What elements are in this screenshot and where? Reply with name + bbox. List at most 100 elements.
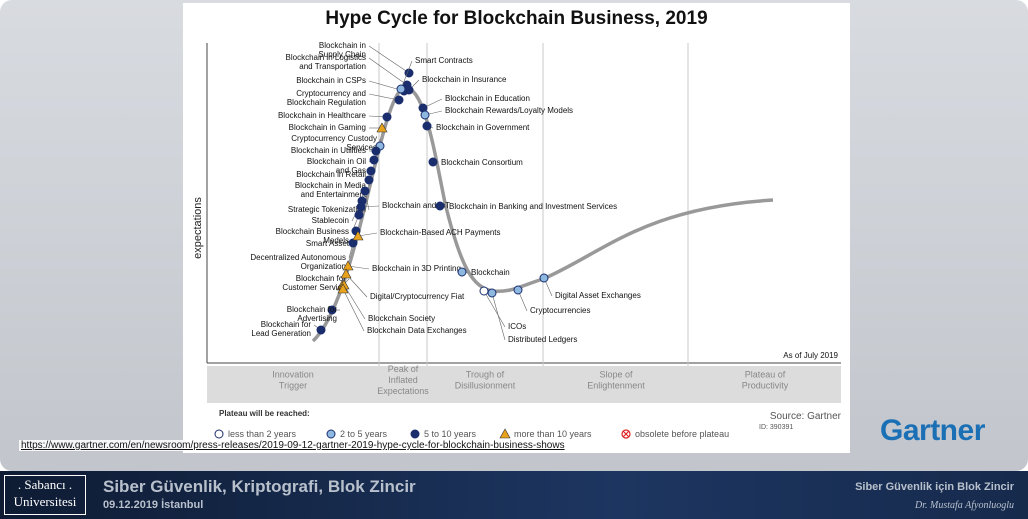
gartner-logo: Gartner — [880, 414, 985, 447]
phase-label-slope-of-enlightenment-1: Enlightenment — [587, 381, 645, 391]
marker-strategic-tokenization — [360, 186, 370, 196]
label-blockchain-for-customer-service: Blockchain for — [296, 274, 347, 283]
label-blockchain-for-lead-generation-2: Lead Generation — [251, 329, 311, 338]
university-logo: . Sabancı . Universitesi — [4, 475, 86, 515]
label-smart-contracts: Smart Contracts — [415, 56, 473, 65]
phase-label-peak-of-inflated-expectations-1: Inflated — [388, 375, 418, 385]
logo-line-1: . Sabancı . — [17, 477, 73, 492]
label-blockchain-in-insurance: Blockchain in Insurance — [422, 75, 507, 84]
marker-digital-cryptocurrency-fiat — [340, 268, 352, 279]
source-id: ID: 390391 — [759, 424, 793, 431]
legend-2to5-label: 2 to 5 years — [340, 429, 388, 439]
label-blockchain: Blockchain — [471, 268, 510, 277]
legend-obs-label: obsolete before plateau — [635, 429, 729, 439]
label-cryptocurrency-custody-services-2: Services — [346, 143, 377, 152]
label-blockchain-business-models: Blockchain Business — [276, 227, 349, 236]
label-blockchain-for-advertising-2: Advertising — [297, 314, 337, 323]
label-blockchain-in-retail: Blockchain in Retail — [296, 170, 366, 179]
label-decentralized-autonomous-organization-2: Organization — [301, 262, 346, 271]
label-blockchain-consortium: Blockchain Consortium — [441, 158, 523, 167]
marker-blockchain — [457, 267, 467, 277]
marker-blockchain-in-banking-and-investment-services — [435, 201, 445, 211]
label-blockchain-in-logistics-and-transportation: Blockchain in Logistics — [286, 53, 366, 62]
label-blockchain-in-utilities: Blockchain in Utilities — [291, 146, 366, 155]
label-blockchain-data-exchanges: Blockchain Data Exchanges — [367, 326, 467, 335]
marker-blockchain-in-gaming — [376, 122, 388, 133]
label-stablecoin: Stablecoin — [312, 216, 349, 225]
slide-background: Hype Cycle for Blockchain Business, 2019… — [0, 0, 1028, 471]
legend-5to10-label: 5 to 10 years — [424, 429, 477, 439]
legend-gt10-marker — [499, 428, 511, 439]
marker-cryptocurrencies — [513, 285, 523, 295]
label-blockchain-and-iot: Blockchain and IoT — [382, 201, 450, 210]
label-blockchain-business-models-2: Models — [323, 236, 349, 245]
label-blockchain-in-3d-printing: Blockchain in 3D Printing — [372, 264, 461, 273]
marker-blockchain-consortium — [428, 157, 438, 167]
label-icos: ICOs — [508, 322, 526, 331]
phase-band — [207, 366, 841, 403]
footer-bar: . Sabancı . Universitesi Siber Güvenlik,… — [0, 471, 1028, 519]
author-name: Dr. Mustafa Afyonluoglu — [915, 500, 1014, 511]
presentation-date: 09.12.2019 İstanbul — [103, 499, 204, 511]
legend-lt2-label: less than 2 years — [228, 429, 297, 439]
label-blockchain-based-ach-payments: Blockchain-Based ACH Payments — [380, 228, 501, 237]
phase-label-trough-of-disillusionment-1: Disillusionment — [455, 381, 516, 391]
leader-cryptocurrency-and-blockchain-regulation — [368, 93, 400, 101]
label-blockchain-in-oil-and-gas: Blockchain in Oil — [307, 157, 366, 166]
hype-cycle-figure: Hype Cycle for Blockchain Business, 2019… — [183, 3, 850, 453]
legend-gt10-label: more than 10 years — [514, 429, 592, 439]
phase-label-innovation-trigger-0: Innovation — [272, 370, 314, 380]
legend-title: Plateau will be reached: — [219, 409, 310, 418]
marker-smart-contracts — [396, 84, 406, 94]
label-blockchain-for-lead-generation: Blockchain for — [261, 320, 312, 329]
label-blockchain-in-logistics-and-transportation-2: and Transportation — [299, 62, 366, 71]
logo-line-2: Universitesi — [13, 494, 77, 509]
legend-2to5-marker — [326, 429, 336, 439]
marker-blockchain-data-exchanges — [337, 283, 349, 294]
label-cryptocurrencies: Cryptocurrencies — [530, 306, 590, 315]
label-digital-asset-exchanges: Digital Asset Exchanges — [555, 291, 641, 300]
marker-blockchain-based-ach-payments — [352, 230, 364, 241]
marker-icos — [479, 286, 489, 296]
as-of-date: As of July 2019 — [783, 351, 838, 360]
marker-blockchain-business-models — [354, 210, 364, 220]
leader-smart-contracts — [400, 60, 413, 90]
marker-blockchain-and-iot — [356, 202, 366, 212]
label-blockchain-for-customer-service-2: Customer Service — [282, 283, 346, 292]
label-blockchain-in-supply-chain-2: Supply Chain — [318, 50, 366, 59]
leader-blockchain-based-ach-payments — [357, 232, 378, 237]
leader-distributed-ledgers — [491, 292, 506, 341]
label-decentralized-autonomous-organization: Decentralized Autonomous — [250, 253, 346, 262]
marker-decentralized-autonomous-organization — [348, 238, 358, 248]
label-smart-assets: Smart Assets — [306, 239, 353, 248]
marker-blockchain-in-retail — [366, 166, 376, 176]
label-blockchain-in-media-and-entertainment-2: and Entertainment — [301, 190, 367, 199]
phase-label-trough-of-disillusionment-0: Trough of — [466, 370, 505, 380]
label-blockchain-in-education: Blockchain in Education — [445, 94, 530, 103]
chart-title: Hype Cycle for Blockchain Business, 2019 — [325, 8, 708, 29]
label-blockchain-in-media-and-entertainment: Blockchain in Media — [295, 181, 367, 190]
legend-5to10-marker — [410, 429, 420, 439]
source-url-link[interactable]: https://www.gartner.com/en/newsroom/pres… — [19, 440, 567, 451]
label-blockchain-in-gaming: Blockchain in Gaming — [289, 123, 366, 132]
label-blockchain-for-advertising: Blockchain for — [287, 305, 338, 314]
label-strategic-tokenization: Strategic Tokenization — [288, 205, 366, 214]
leader-blockchain-in-logistics-and-transportation — [368, 57, 408, 86]
marker-blockchain-in-healthcare — [382, 112, 392, 122]
label-cryptocurrency-and-blockchain-regulation-2: Blockchain Regulation — [287, 98, 366, 107]
marker-digital-asset-exchanges — [539, 273, 549, 283]
marker-blockchain-in-government — [422, 121, 432, 131]
leader-blockchain-in-3d-printing — [347, 265, 370, 270]
y-axis-label: expectations — [192, 197, 204, 259]
label-distributed-ledgers: Distributed Ledgers — [508, 335, 577, 344]
label-blockchain-in-banking-and-investment-services: Blockchain in Banking and Investment Ser… — [449, 202, 617, 211]
footer-right-title: Siber Güvenlik için Blok Zincir — [855, 481, 1014, 493]
label-blockchain-in-csps: Blockchain in CSPs — [296, 76, 366, 85]
label-blockchain-in-healthcare: Blockchain in Healthcare — [278, 111, 367, 120]
course-title: Siber Güvenlik, Kriptografi, Blok Zincir — [103, 477, 416, 496]
phase-label-plateau-of-productivity-1: Productivity — [742, 381, 789, 391]
phase-label-peak-of-inflated-expectations-2: Expectations — [377, 386, 429, 396]
leader-blockchain-in-supply-chain — [368, 45, 410, 74]
marker-blockchain-in-utilities — [371, 146, 381, 156]
label-blockchain-in-supply-chain: Blockchain in — [319, 41, 366, 50]
